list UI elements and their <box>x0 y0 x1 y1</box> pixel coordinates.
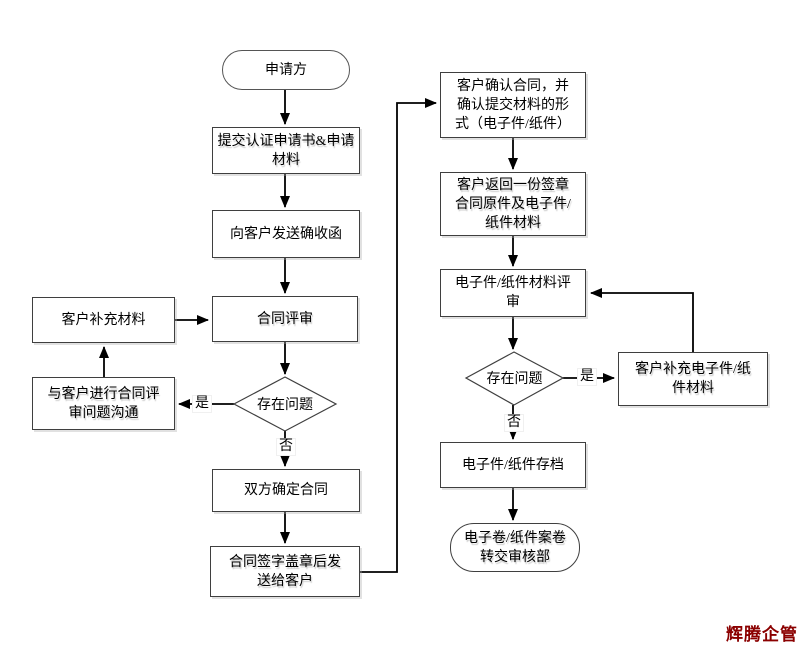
node-transfer-to-audit: 电子卷/纸件案卷 转交审核部 <box>450 523 580 572</box>
decision-right-diamond <box>464 351 565 406</box>
node-material-review: 电子件/纸件材料评 审 <box>440 269 586 317</box>
edge-label-right-no: 否 <box>504 414 524 432</box>
node-customer-return-signed: 客户返回一份签章 合同原件及电子件/ 纸件材料 <box>440 172 586 236</box>
edge-label-left-yes: 是 <box>192 395 212 413</box>
watermark-text: 辉腾企管 <box>726 625 798 644</box>
node-customer-supplement-e-materials: 客户补充电子件/纸 件材料 <box>618 352 768 406</box>
edge-supplemente-materialreview <box>590 288 694 352</box>
node-start: 申请方 <box>222 50 350 90</box>
node-communicate-review-issues: 与客户进行合同评 审问题沟通 <box>32 377 175 430</box>
node-send-confirmation-letter: 向客户发送确收函 <box>212 210 360 258</box>
node-customer-confirm-contract: 客户确认合同，并 确认提交材料的形 式（电子件/纸件） <box>440 72 586 138</box>
node-contract-review: 合同评审 <box>212 296 358 342</box>
edge-signsend-customerconfirm <box>360 98 437 573</box>
edge-label-right-yes: 是 <box>577 368 597 386</box>
node-archive: 电子件/纸件存档 <box>440 442 586 488</box>
decision-left-diamond <box>232 376 338 432</box>
edge-label-left-no: 否 <box>276 438 296 456</box>
node-sign-and-send: 合同签字盖章后发 送给客户 <box>210 546 360 597</box>
node-submit-application: 提交认证申请书&申请 材料 <box>212 127 360 174</box>
node-customer-supplement-materials: 客户补充材料 <box>32 297 175 343</box>
node-confirm-contract: 双方确定合同 <box>212 469 360 512</box>
